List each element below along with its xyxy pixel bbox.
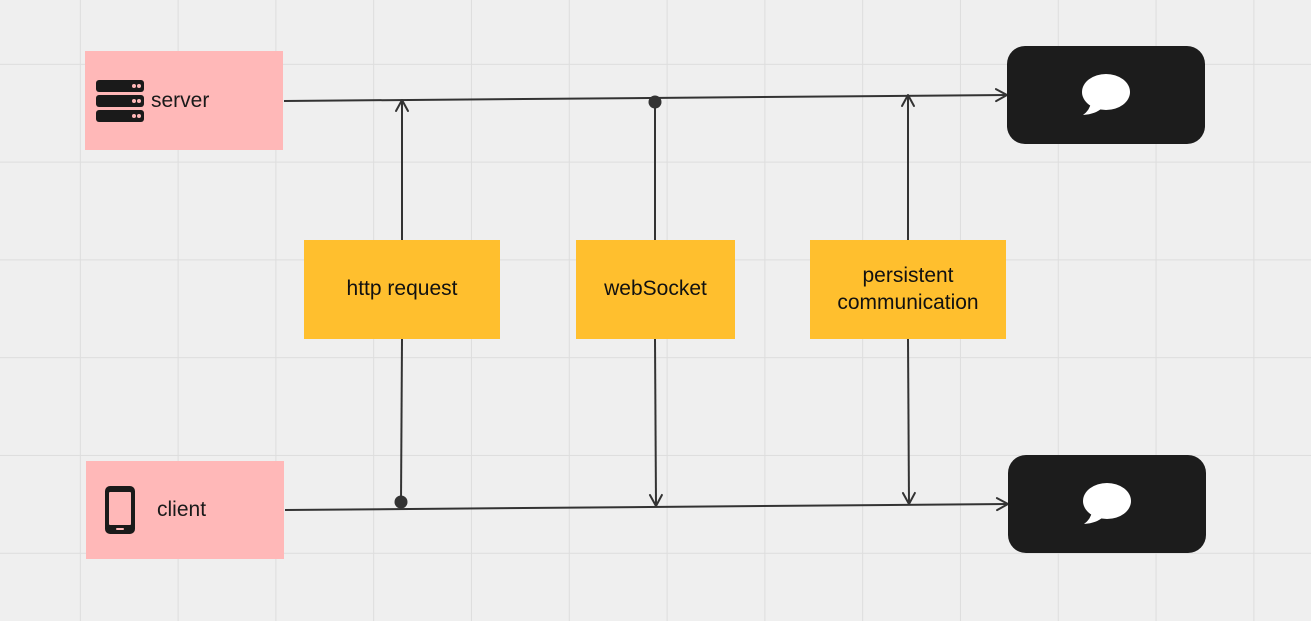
persistent-label-line2: communication [837,290,979,314]
edge-http-to-server-arrowhead [395,99,409,112]
client-node[interactable]: client [86,461,284,559]
client-label: client [157,498,207,521]
chat-node-server[interactable] [1007,46,1205,144]
persistent-communication-label: persistent communication [837,263,978,316]
edge-client-to-chat-bottom-arrowhead [995,497,1009,512]
edge-websocket-to-server-dot [648,95,662,109]
persistent-communication-node[interactable]: persistent communication [810,240,1006,339]
server-node[interactable]: server [85,51,283,150]
http-request-node[interactable]: http request [304,240,500,339]
edge-persistent-to-client-line [907,338,910,505]
chat-node-client[interactable] [1008,455,1206,553]
edge-http-to-client-line [400,338,403,503]
server-icon [96,80,144,122]
edge-websocket-to-client-arrowhead [648,493,663,507]
http-request-label: http request [346,277,458,301]
chat-bubble-icon [1083,483,1131,524]
websocket-label: webSocket [604,277,707,301]
edge-websocket-to-client-line [654,338,657,507]
smartphone-icon [105,486,135,534]
edge-client-to-chat-bottom-line [284,503,1009,511]
edge-persistent-to-server-arrowhead [901,94,915,107]
server-label: server [151,89,210,112]
persistent-label-line1: persistent [862,264,954,288]
edge-server-to-chat-top-line [283,94,1008,102]
websocket-node[interactable]: webSocket [576,240,735,339]
chat-bubble-icon [1082,74,1130,115]
edge-server-to-chat-top-arrowhead [994,88,1008,103]
edge-persistent-to-client-arrowhead [901,491,916,505]
edge-http-to-client-dot [394,495,408,509]
